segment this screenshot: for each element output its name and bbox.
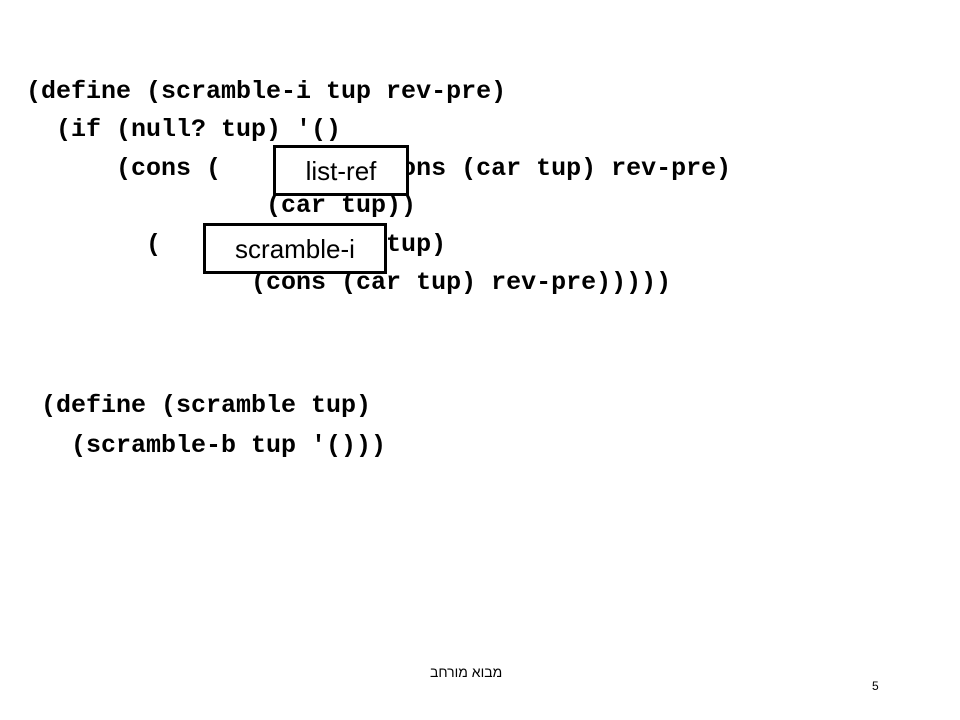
blank-box-scramble-i: scramble-i	[203, 223, 387, 274]
footer-title: מבוא מורחב	[430, 664, 503, 680]
blank-box-list-ref: list-ref	[273, 145, 409, 196]
code-line-scramble-b-call: (scramble-b tup '()))	[41, 431, 387, 460]
page-number: 5	[872, 679, 879, 693]
code-line-define-scramble-i: (define (scramble-i tup rev-pre)	[26, 77, 507, 106]
code-line-if-null: (if (null? tup) '()	[26, 115, 342, 144]
code-line-define-scramble: (define (scramble tup)	[41, 391, 372, 420]
